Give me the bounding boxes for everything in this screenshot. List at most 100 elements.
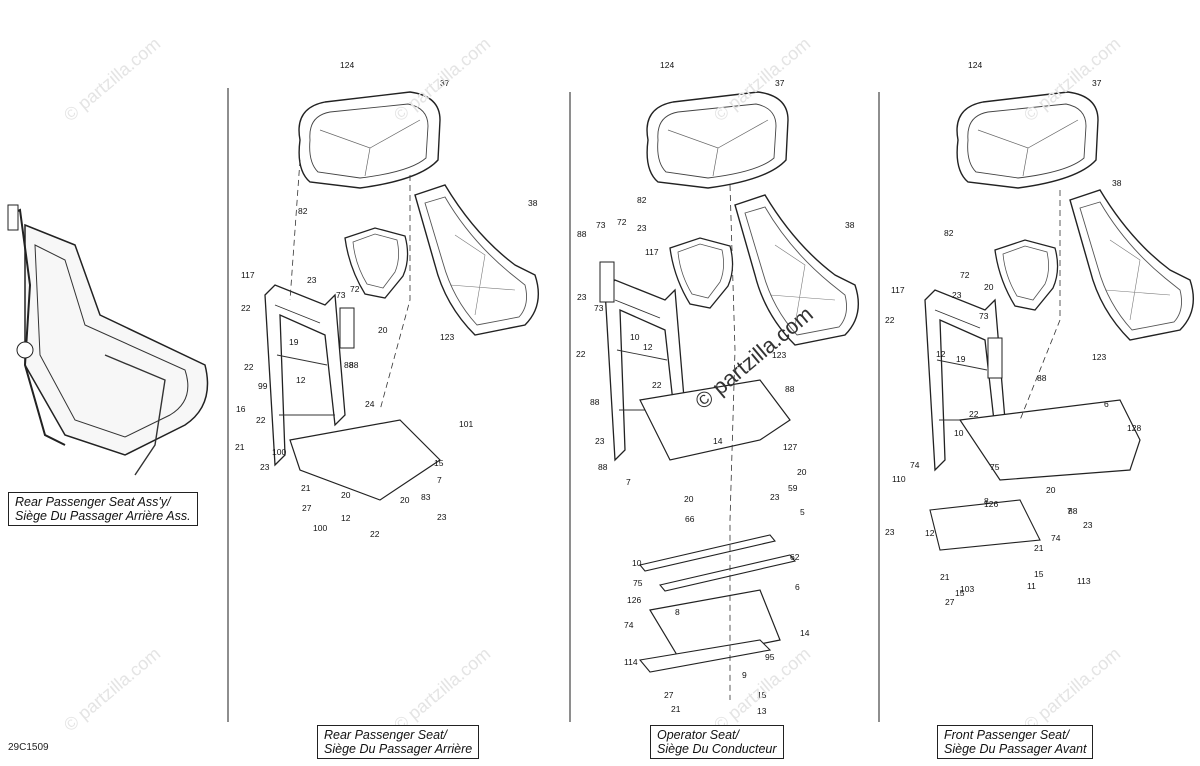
callout-rear-24: 24 — [365, 399, 375, 409]
callout-operator-5: 5 — [800, 507, 805, 517]
callout-front-72: 72 — [960, 270, 970, 280]
callout-rear-19: 19 — [289, 337, 299, 347]
callout-front-6: 6 — [1104, 399, 1109, 409]
callout-front-15: 15 — [955, 588, 965, 598]
assembled-seat-illustration — [7, 204, 209, 476]
callout-operator-20: 20 — [684, 494, 694, 504]
callout-front-73: 73 — [979, 311, 989, 321]
caption-rear-line1: Rear Passenger Seat/ — [324, 728, 447, 742]
callout-front-10: 10 — [954, 428, 964, 438]
callout-front-75: 75 — [990, 462, 1000, 472]
caption-front: Front Passenger Seat/ Siège Du Passager … — [937, 725, 1094, 759]
callout-rear-123: 123 — [440, 332, 454, 342]
callout-front-38: 38 — [1112, 178, 1122, 188]
caption-operator: Operator Seat/ Siège Du Conducteur — [650, 725, 784, 759]
callout-front-103: 103 — [960, 584, 974, 594]
callout-operator-14: 14 — [800, 628, 810, 638]
callout-front-21: 21 — [1034, 543, 1044, 553]
callout-front-27: 27 — [945, 597, 955, 607]
callout-front-20: 20 — [984, 282, 994, 292]
front-seat-exploded-view — [924, 91, 1195, 551]
callout-rear-82: 82 — [298, 206, 308, 216]
callout-operator-21: 21 — [671, 704, 681, 714]
callout-front-82: 82 — [944, 228, 954, 238]
callout-operator-88: 88 — [598, 462, 608, 472]
callout-rear-21: 21 — [301, 483, 311, 493]
callout-rear-100: 100 — [313, 523, 327, 533]
callout-front-23: 23 — [885, 527, 895, 537]
callout-rear-22: 22 — [241, 303, 251, 313]
callout-operator-73: 73 — [594, 303, 604, 313]
callout-front-22: 22 — [969, 409, 979, 419]
callout-front-23: 23 — [1083, 520, 1093, 530]
callout-front-110: 110 — [892, 474, 906, 484]
callout-rear-12: 12 — [341, 513, 351, 523]
callout-rear-23: 23 — [437, 512, 447, 522]
section-dividers — [227, 88, 880, 722]
caption-operator-line1: Operator Seat/ — [657, 728, 739, 742]
caption-front-line1: Front Passenger Seat/ — [944, 728, 1070, 742]
callout-operator-62: 62 — [790, 552, 800, 562]
callout-operator-20: 20 — [797, 467, 807, 477]
callout-rear-20: 20 — [378, 325, 388, 335]
callout-rear-20: 20 — [400, 495, 410, 505]
callout-rear-83: 83 — [421, 492, 431, 502]
callout-operator-88: 88 — [577, 229, 587, 239]
callout-operator-10: 10 — [632, 558, 642, 568]
callout-front-128: 128 — [1127, 423, 1141, 433]
callout-operator-8: 8 — [675, 607, 680, 617]
callout-front-19: 19 — [956, 354, 966, 364]
callout-operator-6: 6 — [795, 582, 800, 592]
callout-rear-100: 100 — [272, 447, 286, 457]
callout-front-113: 113 — [1077, 576, 1091, 586]
callout-rear-21: 21 — [235, 442, 245, 452]
callout-front-11: 11 — [1027, 581, 1036, 591]
callout-operator-73: 73 — [596, 220, 606, 230]
callout-rear-99: 99 — [258, 381, 268, 391]
callout-rear-38: 38 — [528, 198, 538, 208]
callout-operator-12: 12 — [643, 342, 653, 352]
callout-front-20: 20 — [1046, 485, 1056, 495]
caption-front-line2: Siège Du Passager Avant — [944, 742, 1087, 756]
callout-operator-38: 38 — [845, 220, 855, 230]
callout-rear-22: 22 — [370, 529, 380, 539]
callout-front-12: 12 — [936, 349, 946, 359]
callout-operator-82: 82 — [637, 195, 647, 205]
callout-operator-13: 13 — [757, 706, 767, 716]
callout-operator-75: 75 — [633, 578, 643, 588]
caption-assembly-line2: Siège Du Passager Arrière Ass. — [15, 509, 191, 523]
callout-rear-88: 88 — [344, 360, 354, 370]
callout-rear-73: 73 — [336, 290, 346, 300]
rear-seat-exploded-view — [264, 91, 540, 501]
callout-operator-27: 27 — [664, 690, 674, 700]
callout-front-74: 74 — [910, 460, 920, 470]
callout-rear-23: 23 — [307, 275, 317, 285]
callout-operator-22: 22 — [652, 380, 662, 390]
callout-rear-22: 22 — [244, 362, 254, 372]
callout-rear-23: 23 — [260, 462, 270, 472]
callout-operator-117: 117 — [645, 247, 659, 257]
callout-front-15: 15 — [1034, 569, 1044, 579]
callout-operator-15: 15 — [757, 690, 767, 700]
callout-front-123: 123 — [1092, 352, 1106, 362]
callout-operator-14: 14 — [713, 436, 723, 446]
callout-rear-7: 7 — [437, 475, 442, 485]
callout-operator-114: 114 — [624, 657, 638, 667]
caption-assembly-line1: Rear Passenger Seat Ass'y/ — [15, 495, 171, 509]
callout-rear-12: 12 — [296, 375, 306, 385]
diagram-code: 29C1509 — [8, 742, 49, 753]
callout-front-37: 37 — [1092, 78, 1102, 88]
callout-operator-9: 9 — [742, 670, 747, 680]
callout-front-124: 124 — [968, 60, 982, 70]
callout-operator-10: 10 — [630, 332, 640, 342]
callout-operator-74: 74 — [624, 620, 634, 630]
callout-rear-16: 16 — [236, 404, 246, 414]
callout-operator-7: 7 — [626, 477, 631, 487]
callout-rear-117: 117 — [241, 270, 255, 280]
callout-rear-72: 72 — [350, 284, 360, 294]
callout-operator-127: 127 — [783, 442, 797, 452]
callout-front-21: 21 — [940, 572, 950, 582]
callout-rear-22: 22 — [256, 415, 266, 425]
